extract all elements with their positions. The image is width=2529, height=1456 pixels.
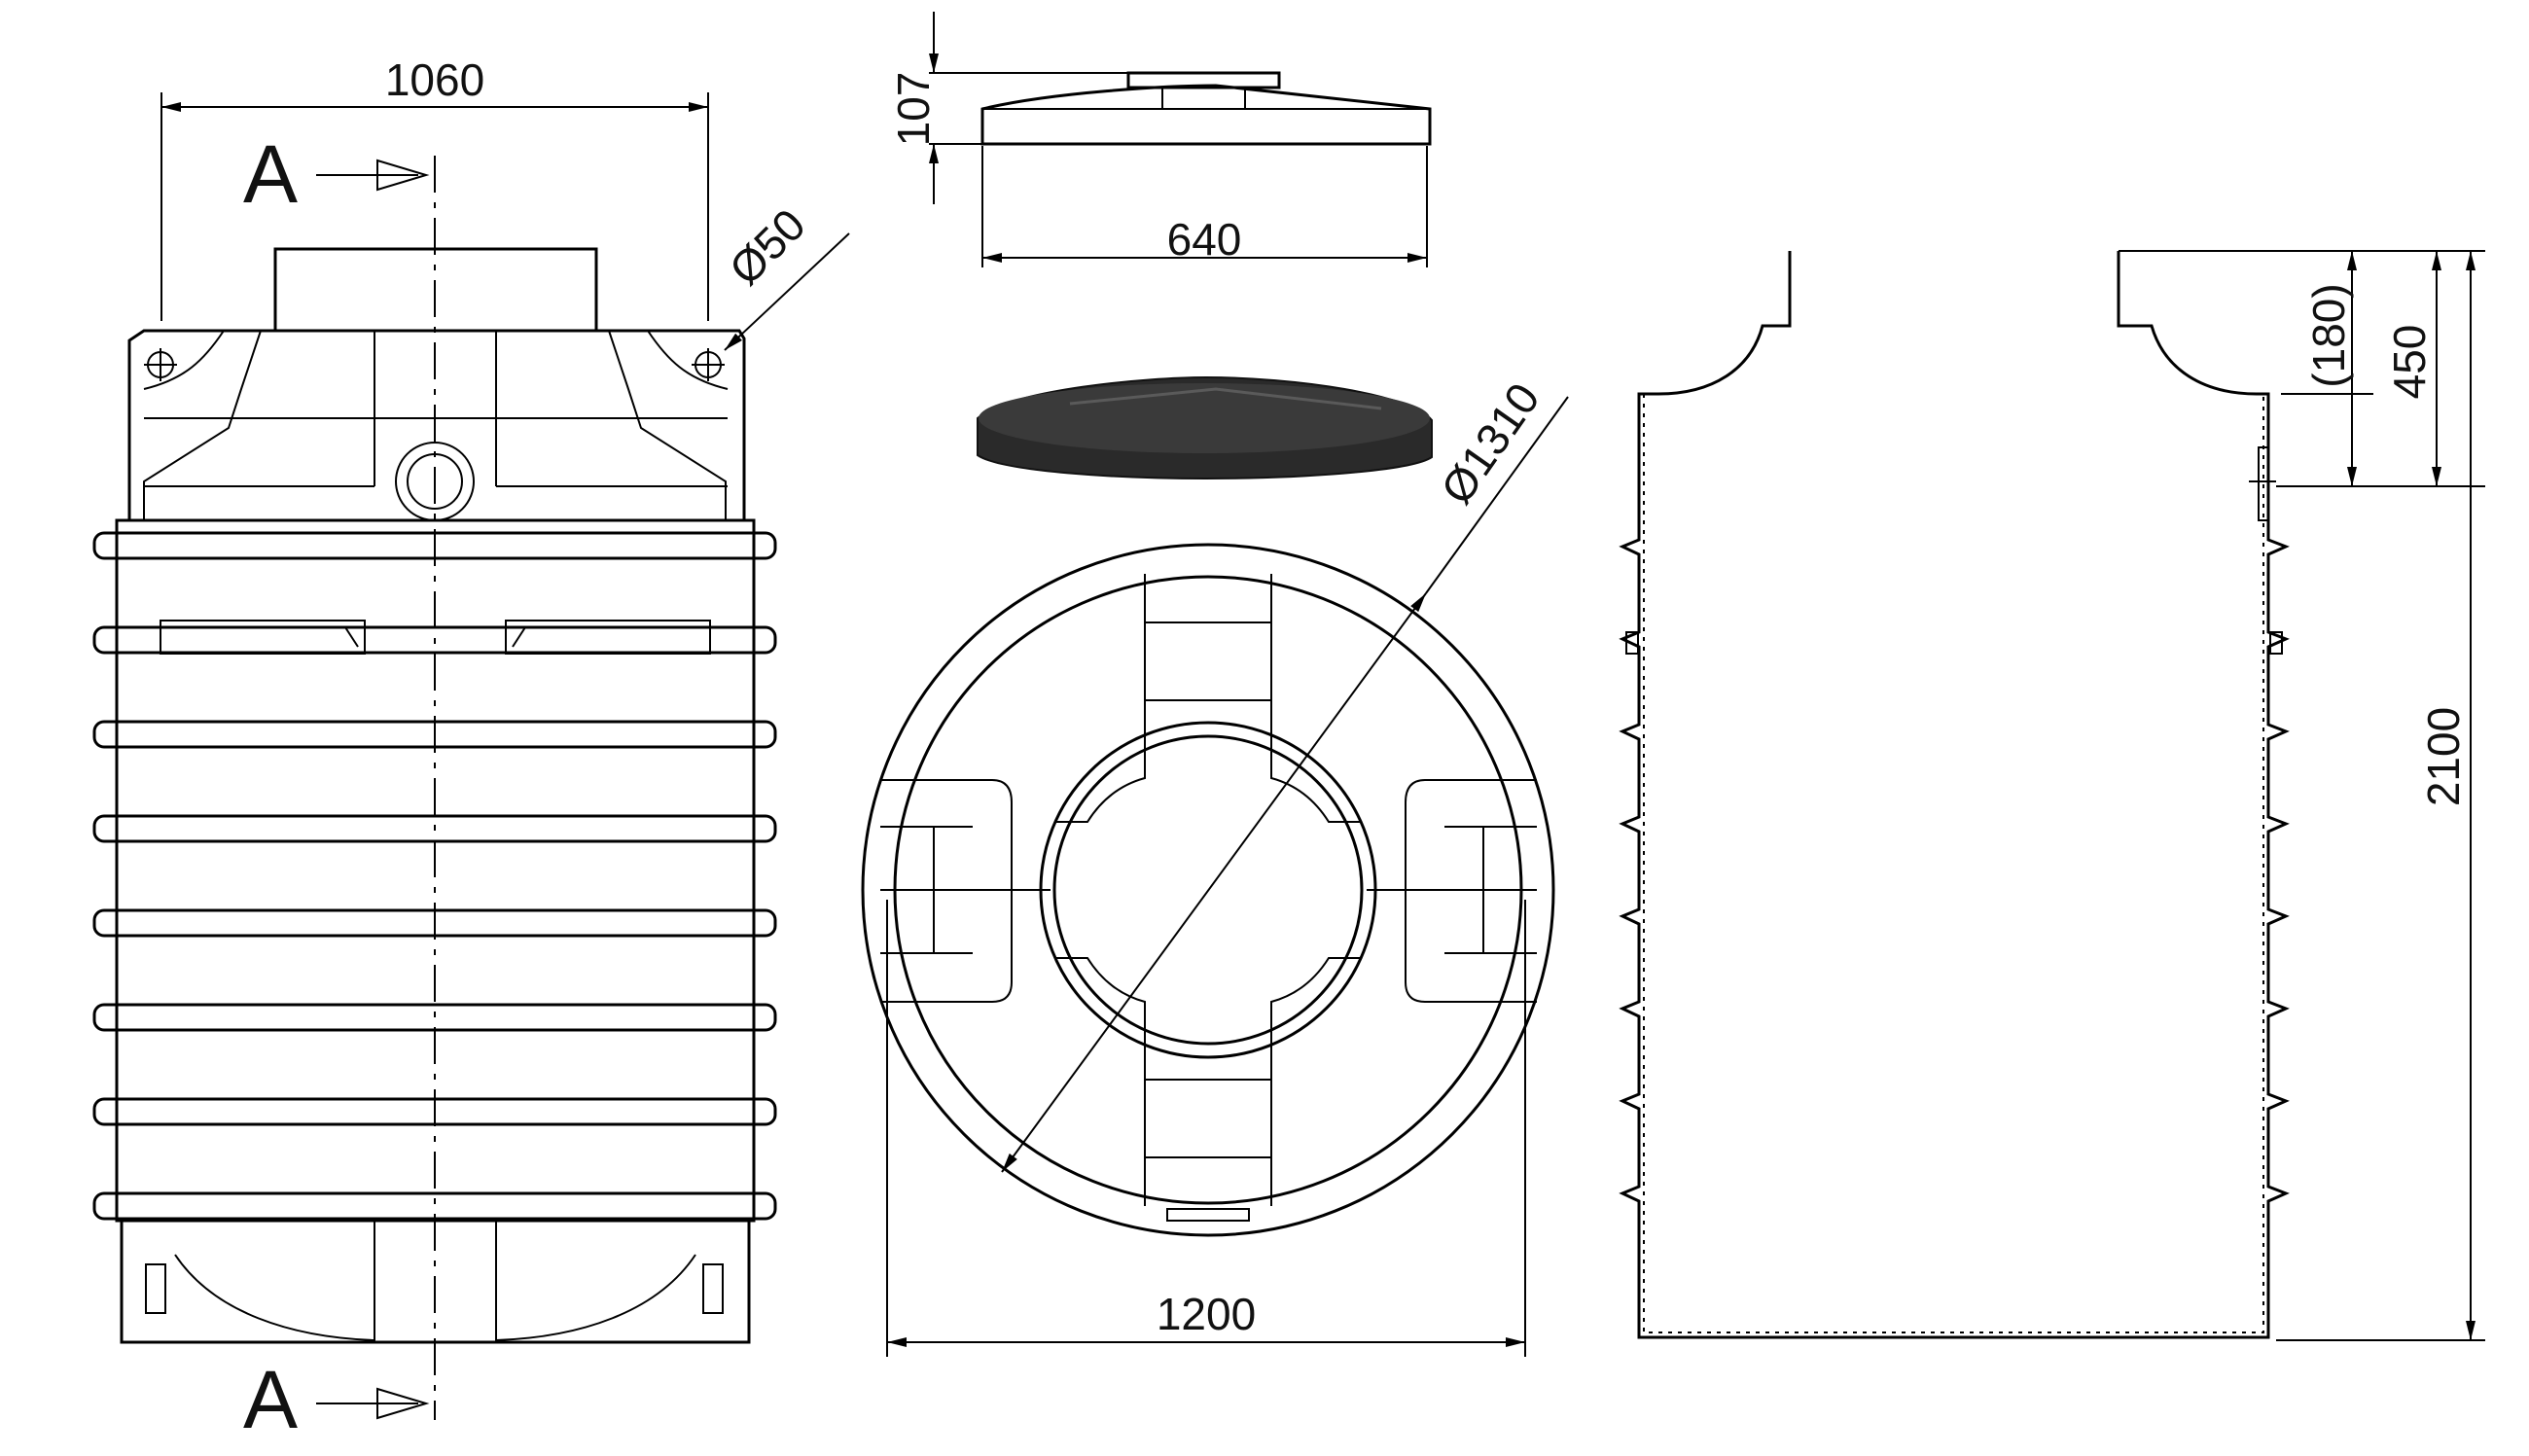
- section-height-label: 2100: [2418, 707, 2469, 806]
- arrow-icon: [376, 1387, 430, 1420]
- section-mark-top: A: [243, 128, 430, 220]
- section-mark-bottom: A: [243, 1354, 430, 1445]
- section-label-top: A: [243, 128, 298, 220]
- width-label: 1060: [385, 54, 484, 105]
- section-label-bottom: A: [243, 1354, 298, 1445]
- crosshair-hole-icon: [144, 348, 177, 381]
- crosshair-hole-icon: [692, 348, 725, 381]
- lid-height-label: 107: [888, 72, 939, 147]
- width-dimension: 1060: [160, 54, 709, 321]
- arrow-icon: [376, 159, 430, 192]
- top-diameter-label: Ø1310: [1431, 373, 1549, 513]
- top-view: Ø1310 1200: [861, 373, 1569, 1357]
- lid-view: 107 640: [888, 12, 1432, 267]
- lid-render: [977, 375, 1433, 480]
- top-width-label: 1200: [1157, 1289, 1256, 1339]
- section-ref-label: (180): [2303, 283, 2354, 387]
- section-neck-label: 450: [2384, 325, 2435, 400]
- section-view: (180) 450 2100: [1619, 250, 2485, 1341]
- lid-width-label: 640: [1167, 214, 1242, 265]
- front-view: 1060 Ø50: [92, 54, 850, 1445]
